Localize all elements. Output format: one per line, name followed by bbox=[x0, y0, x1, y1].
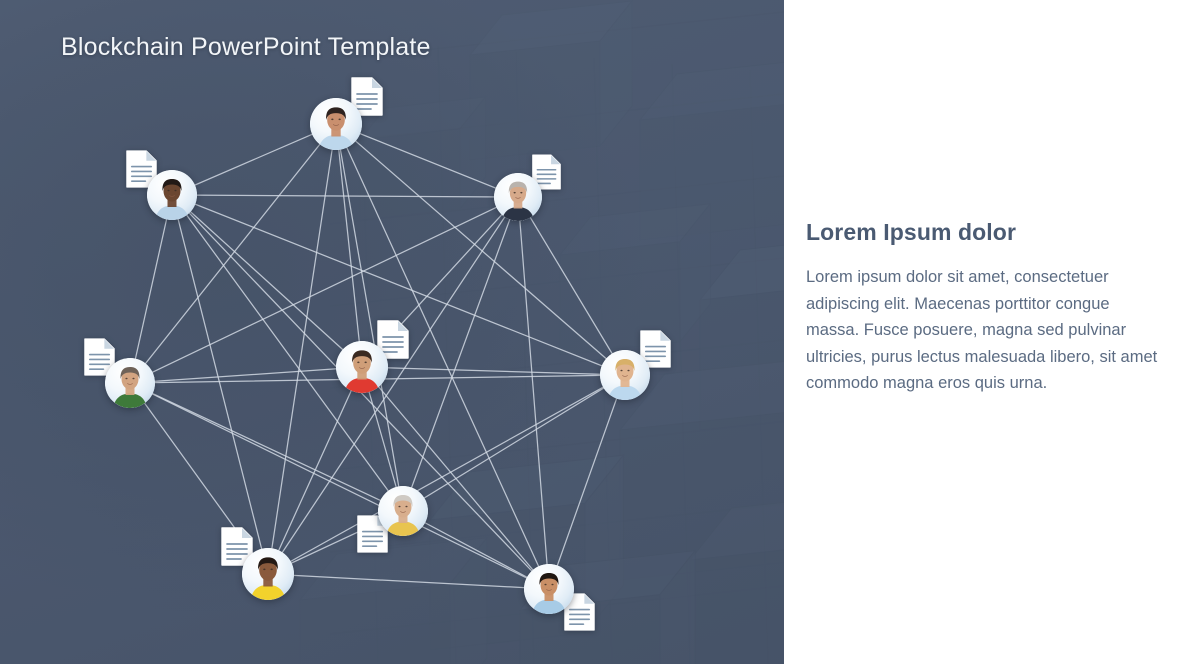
diagram-panel: Blockchain PowerPoint Template bbox=[0, 0, 784, 664]
avatar[interactable] bbox=[147, 170, 197, 220]
document-icon bbox=[563, 593, 596, 637]
avatar-portrait bbox=[378, 486, 428, 536]
document-icon bbox=[220, 527, 254, 572]
document-icon bbox=[356, 515, 389, 559]
document-icon bbox=[126, 150, 157, 188]
avatar[interactable] bbox=[336, 341, 388, 393]
avatar[interactable] bbox=[600, 350, 650, 400]
avatar[interactable] bbox=[494, 173, 542, 221]
avatar[interactable] bbox=[378, 486, 428, 536]
document-icon bbox=[125, 150, 158, 194]
avatar[interactable] bbox=[105, 358, 155, 408]
avatar-portrait bbox=[105, 358, 155, 408]
avatar-portrait bbox=[242, 548, 294, 600]
avatar[interactable] bbox=[524, 564, 574, 614]
avatar[interactable] bbox=[242, 548, 294, 600]
document-icon bbox=[640, 330, 671, 368]
content-body: Lorem ipsum dolor sit amet, consectetuer… bbox=[806, 268, 1158, 392]
network-diagram bbox=[129, 123, 626, 590]
avatar-portrait bbox=[524, 564, 574, 614]
document-icon bbox=[351, 77, 383, 116]
document-icon bbox=[564, 593, 595, 631]
document-icon bbox=[350, 77, 384, 122]
avatar-portrait bbox=[494, 173, 542, 221]
avatar-portrait bbox=[147, 170, 197, 220]
document-icon bbox=[83, 338, 116, 382]
avatar-portrait bbox=[600, 350, 650, 400]
avatar-portrait bbox=[310, 98, 362, 150]
avatar[interactable] bbox=[310, 98, 362, 150]
content-heading: Lorem Ipsum dolor bbox=[806, 219, 1016, 245]
document-icon bbox=[639, 330, 672, 374]
document-icon bbox=[357, 515, 388, 553]
document-icon bbox=[221, 527, 253, 566]
slide-title: Blockchain PowerPoint Template bbox=[61, 33, 431, 61]
document-icon bbox=[84, 338, 115, 376]
text-panel: Lorem Ipsum dolor Lorem ipsum dolor sit … bbox=[784, 0, 1180, 664]
avatar-portrait bbox=[336, 341, 388, 393]
